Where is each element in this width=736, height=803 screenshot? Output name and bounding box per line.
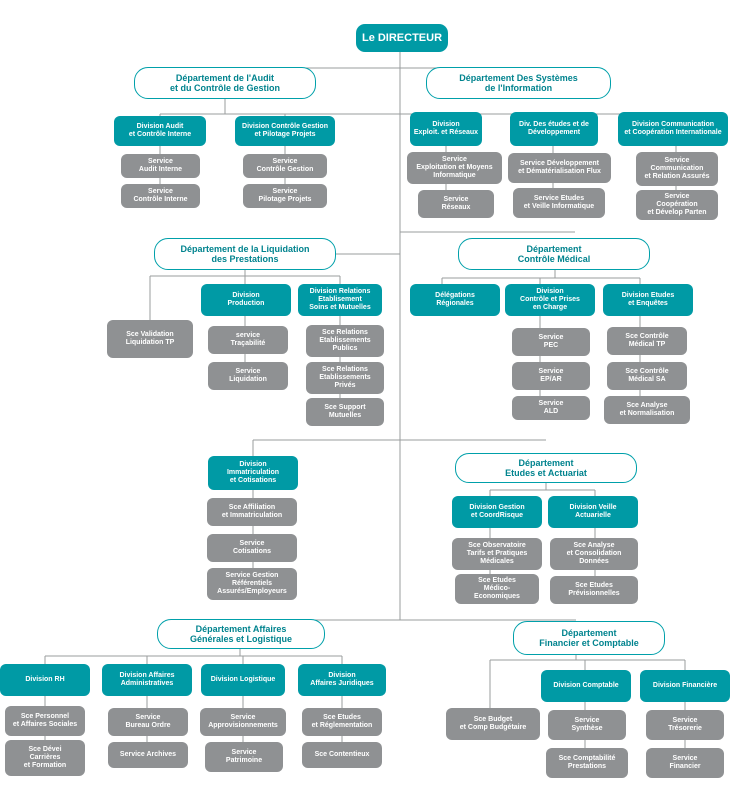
svc-controle-gestion: Service Contrôle Gestion <box>243 154 327 178</box>
svc-cotisations: Service Cotisations <box>207 534 297 562</box>
svc-contentieux: Sce Contentieux <box>302 742 382 768</box>
svc-personnel: Sce Personnel et Affaires Sociales <box>5 706 85 736</box>
div-financiere: Division Financière <box>640 670 730 702</box>
div-communication: Division Communication et Coopération In… <box>618 112 728 146</box>
svc-exploitation: Service Exploitation et Moyens Informati… <box>407 152 502 184</box>
div-controle-gestion: Division Contrôle Gestion et Pilotage Pr… <box>235 116 335 146</box>
svc-etudes-veille: Service Etudes et Veille Informatique <box>513 188 605 218</box>
svc-developpement: Service Développement et Dématérialisati… <box>508 153 611 183</box>
div-comptable: Division Comptable <box>541 670 631 702</box>
svc-etudes-reglementation: Sce Etudes et Réglementation <box>302 708 382 736</box>
svc-tracabilite: service Traçabilité <box>208 326 288 354</box>
svc-controle-interne: Service Contrôle Interne <box>121 184 200 208</box>
svc-analyse-normalisation: Sce Analyse et Normalisation <box>604 396 690 424</box>
svc-controle-medical-sa: Sce Contrôle Médical SA <box>607 362 687 390</box>
dept-affaires-generales: Département Affaires Générales et Logist… <box>157 619 325 649</box>
svc-gestion-referentiels: Service Gestion Référentiels Assurés/Emp… <box>207 568 297 600</box>
svc-observatoire-tarifs: Sce Observatoire Tarifs et Pratiques Méd… <box>452 538 542 570</box>
div-controle-prises-charge: Division Contrôle et Prises en Charge <box>505 284 595 316</box>
svc-developpement-carrieres: Sce Dévei Carrières et Formation <box>5 740 85 776</box>
svc-patrimoine: Service Patrimoine <box>205 742 283 772</box>
svc-audit-interne: Service Audit Interne <box>121 154 200 178</box>
dept-controle-medical: Département Contrôle Médical <box>458 238 650 270</box>
svc-support-mutuelles: Sce Support Mutuelles <box>306 398 384 426</box>
director-box: Le DIRECTEUR <box>356 24 448 52</box>
svc-ep-ar: Service EP/AR <box>512 362 590 390</box>
dept-financier-comptable: Département Financier et Comptable <box>513 621 665 655</box>
svc-controle-medical-tp: Sce Contrôle Médical TP <box>607 327 687 355</box>
div-relations-etablissements: Division Relations Etablisement Soins et… <box>298 284 382 316</box>
svc-pec: Service PEC <box>512 328 590 356</box>
svc-archives: Service Archives <box>108 742 188 768</box>
dept-si: Département Des Systèmes de l'Informatio… <box>426 67 611 99</box>
svc-tresorerie: Service Trésorerie <box>646 710 724 740</box>
div-exploit-reseaux: Division Exploit. et Réseaux <box>410 112 482 146</box>
svc-affiliation: Sce Affiliation et Immatriculation <box>207 498 297 526</box>
svc-relations-publics: Sce Relations Etablissements Publics <box>306 325 384 357</box>
dept-audit: Département de l'Audit et du Contrôle de… <box>134 67 316 99</box>
svc-etudes-medico-eco: Sce Etudes Médico- Economiques <box>455 574 539 604</box>
svc-synthese: Service Synthèse <box>548 710 626 740</box>
svc-ald: Service ALD <box>512 396 590 420</box>
dept-etudes-actuariat: Département Etudes et Actuariat <box>455 453 637 483</box>
sce-budget: Sce Budget et Comp Budgétaire <box>446 708 540 740</box>
svc-bureau-ordre: Service Bureau Ordre <box>108 708 188 736</box>
svc-liquidation: Service Liquidation <box>208 362 288 390</box>
svc-relations-prives: Sce Relations Etablissements Privés <box>306 362 384 394</box>
svc-comptabilite-prestations: Sce Comptabilité Prestations <box>546 748 628 778</box>
div-production: Division Production <box>201 284 291 316</box>
div-etudes-dev: Div. Des études et de Développement <box>510 112 598 146</box>
svc-reseaux: Service Réseaux <box>418 190 494 218</box>
svc-communication: Service Communication et Relation Assuré… <box>636 152 718 186</box>
dept-liquidation: Département de la Liquidation des Presta… <box>154 238 336 270</box>
svc-etudes-previsionnelles: Sce Etudes Prévisionnelles <box>550 576 638 604</box>
div-logistique: Division Logistique <box>201 664 285 696</box>
svc-cooperation: Service Coopération et Dévelop Parten <box>636 190 718 220</box>
svc-pilotage-projets: Service Pilotage Projets <box>243 184 327 208</box>
div-veille-actuarielle: Division Veille Actuarielle <box>548 496 638 528</box>
div-affaires-juridiques: Division Affaires Juridiques <box>298 664 386 696</box>
div-etudes-enquetes: Division Etudes et Enquêtes <box>603 284 693 316</box>
svc-approvisionnements: Service Approvisionnements <box>200 708 286 736</box>
sce-validation-liquidation: Sce Validation Liquidation TP <box>107 320 193 358</box>
delegations-regionales: Délégations Régionales <box>410 284 500 316</box>
div-immatriculation: Division Immatriculation et Cotisations <box>208 456 298 490</box>
div-audit-interne: Division Audit et Contrôle Interne <box>114 116 206 146</box>
svc-financier: Service Financier <box>646 748 724 778</box>
svc-analyse-consolidation: Sce Analyse et Consolidation Données <box>550 538 638 570</box>
div-rh: Division RH <box>0 664 90 696</box>
div-gestion-coordrisque: Division Gestion et CoordRisque <box>452 496 542 528</box>
div-affaires-administratives: Division Affaires Administratives <box>102 664 192 696</box>
